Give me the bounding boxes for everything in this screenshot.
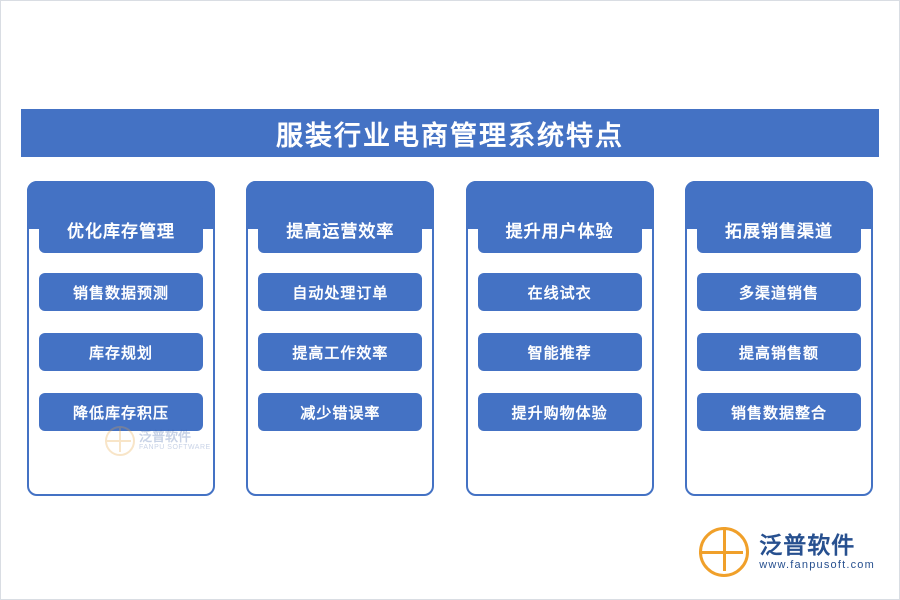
list-item[interactable]: 提升购物体验 xyxy=(477,393,642,431)
brand-url: www.fanpusoft.com xyxy=(759,558,875,571)
column-2-items: 自动处理订单 提高工作效率 减少错误率 xyxy=(240,273,440,453)
list-item[interactable]: 自动处理订单 xyxy=(258,273,423,311)
page-title: 服装行业电商管理系统特点 xyxy=(276,120,624,151)
list-item[interactable]: 库存规划 xyxy=(39,333,203,371)
column-1-header[interactable]: 优化库存管理 xyxy=(39,205,203,253)
column-2: 提高运营效率 自动处理订单 提高工作效率 减少错误率 xyxy=(240,181,440,496)
title-banner: 服装行业电商管理系统特点 xyxy=(21,109,879,157)
list-item[interactable]: 销售数据预测 xyxy=(39,273,203,311)
column-1: 优化库存管理 销售数据预测 库存规划 降低库存积压 泛普软件 FANPU SOF… xyxy=(21,181,221,496)
list-item[interactable]: 减少错误率 xyxy=(258,393,423,431)
column-4-items: 多渠道销售 提高销售额 销售数据整合 xyxy=(679,273,879,453)
list-item[interactable]: 多渠道销售 xyxy=(696,273,861,311)
column-2-header[interactable]: 提高运营效率 xyxy=(258,205,423,253)
list-item[interactable]: 降低库存积压 xyxy=(39,393,203,431)
list-item[interactable]: 销售数据整合 xyxy=(696,393,861,431)
columns-container: 优化库存管理 销售数据预测 库存规划 降低库存积压 泛普软件 FANPU SOF… xyxy=(21,181,879,496)
list-item[interactable]: 在线试衣 xyxy=(477,273,642,311)
list-item[interactable]: 提高工作效率 xyxy=(258,333,423,371)
column-3-items: 在线试衣 智能推荐 提升购物体验 xyxy=(460,273,660,453)
list-item[interactable]: 智能推荐 xyxy=(477,333,642,371)
list-item[interactable]: 提高销售额 xyxy=(696,333,861,371)
column-3: 提升用户体验 在线试衣 智能推荐 提升购物体验 xyxy=(460,181,660,496)
column-4-header[interactable]: 拓展销售渠道 xyxy=(696,205,861,253)
column-4: 拓展销售渠道 多渠道销售 提高销售额 销售数据整合 xyxy=(679,181,879,496)
brand-text: 泛普软件 www.fanpusoft.com xyxy=(759,532,875,571)
globe-icon xyxy=(699,527,750,577)
brand-logo: 泛普软件 www.fanpusoft.com xyxy=(699,527,875,577)
column-3-header[interactable]: 提升用户体验 xyxy=(477,205,642,253)
brand-name: 泛普软件 xyxy=(759,532,856,559)
column-1-items: 销售数据预测 库存规划 降低库存积压 xyxy=(21,273,221,453)
